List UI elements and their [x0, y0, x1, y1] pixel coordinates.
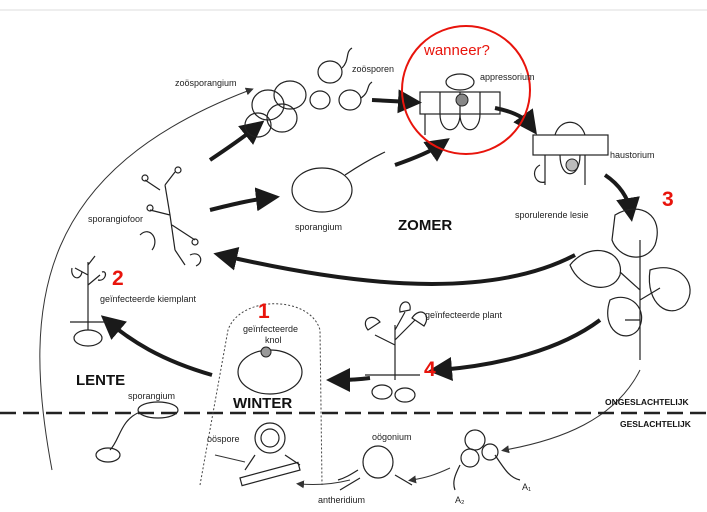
label-a2: A₂ — [455, 495, 465, 505]
question-label: wanneer? — [423, 42, 490, 59]
arrow-sporangium-to-appressorium — [395, 145, 440, 165]
arrow-plant-to-tuber — [338, 378, 370, 380]
arrow-lesion-to-seedling — [225, 255, 575, 284]
label-oogonium: oögonium — [372, 432, 412, 442]
arrow-leaf-to-plant — [440, 320, 600, 370]
arrow-tuber-to-seedling — [110, 323, 212, 375]
arrow-oospore-to-sporangium — [215, 455, 245, 462]
label-geinfecteerde-kiemplant: geïnfecteerde kiemplant — [100, 294, 197, 304]
marker-4: 4 — [424, 358, 436, 381]
phase-geslachtelijk: GESLACHTELIJK — [620, 419, 692, 429]
season-lente: LENTE — [76, 372, 125, 389]
label-geinfecteerde-plant: geïnfecteerde plant — [425, 310, 503, 320]
oospore-illustration — [240, 423, 300, 486]
label-appressorium: appressorium — [480, 72, 535, 82]
label-zoosporen: zoösporen — [352, 64, 394, 74]
sporangium-top-illustration — [292, 152, 385, 212]
sporangiofoor-illustration — [140, 167, 201, 266]
label-geinfecteerde-knol-line2: knol — [265, 335, 282, 345]
marker-3: 3 — [662, 188, 674, 211]
marker-1: 1 — [258, 300, 270, 323]
season-winter: WINTER — [233, 395, 292, 412]
arrow-zoosporen-to-appressorium — [372, 100, 410, 102]
leaf-illustration — [570, 209, 690, 360]
season-zomer: ZOMER — [398, 217, 452, 234]
label-sporulerende-lesie: sporulerende lesie — [515, 210, 589, 220]
label-geinfecteerde-knol-line1: geïnfecteerde — [243, 324, 298, 334]
label-a1: A₁ — [522, 482, 531, 492]
mating-hyphae-illustration — [454, 430, 520, 490]
label-zoosporangium: zoösporangium — [175, 78, 237, 88]
phase-ongeslachtelijk: ONGESLACHTELIJK — [605, 397, 689, 407]
label-sporangium-bottom: sporangium — [128, 391, 175, 401]
sporangium-bottom-illustration — [96, 402, 178, 462]
label-haustorium: haustorium — [610, 150, 655, 160]
label-sporangiofoor: sporangiofoor — [88, 214, 143, 224]
arrow-lesion-to-mating — [505, 370, 640, 450]
arrow-haustorium-to-leaf — [605, 175, 630, 210]
label-antheridium: antheridium — [318, 495, 365, 505]
arrow-oogonium-to-oospore — [300, 480, 350, 485]
infected-tuber-illustration — [238, 347, 302, 394]
arrow-sporangiofoor-to-sporangium — [210, 198, 268, 210]
label-oospore: oöspore — [207, 434, 240, 444]
arrow-mating-to-oogonium — [412, 468, 450, 480]
label-sporangium-top: sporangium — [295, 222, 342, 232]
haustorium-illustration — [533, 122, 608, 185]
oogonium-illustration — [338, 446, 412, 490]
zoosporen-illustration — [310, 48, 372, 110]
marker-2: 2 — [112, 267, 124, 290]
appressorium-illustration — [420, 74, 500, 135]
infected-plant-illustration — [365, 302, 427, 402]
